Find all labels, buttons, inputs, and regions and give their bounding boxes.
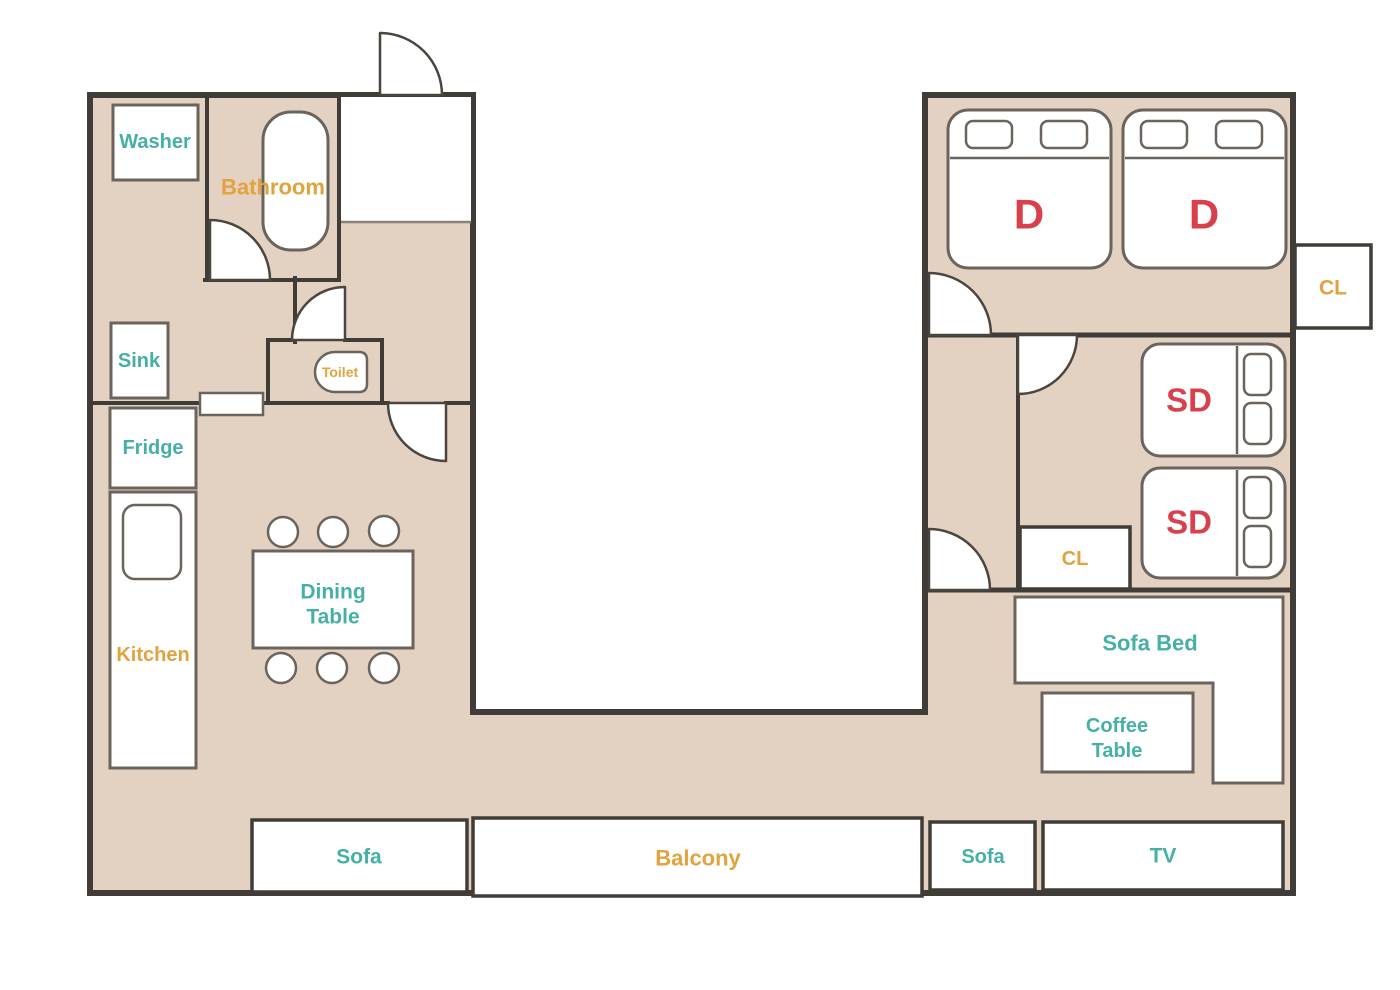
bathroom-label: Bathroom	[221, 175, 325, 200]
sofa-left	[250, 818, 469, 894]
dining-table-label-line1: Dining	[300, 581, 365, 604]
pillow	[1039, 119, 1089, 150]
tv-label: TV	[1150, 845, 1177, 868]
entry-area	[341, 97, 471, 221]
double-bed-left-label: D	[1014, 191, 1044, 238]
dining-chair	[316, 515, 350, 549]
sofa-living-label: Sofa	[961, 846, 1005, 868]
living-entry-door-arc	[386, 401, 448, 463]
closet-bedroom-label: CL	[1062, 548, 1089, 570]
dining-chair	[367, 651, 401, 685]
sofa-bed	[1013, 595, 1285, 785]
stove	[121, 503, 183, 581]
dining-chair	[264, 651, 298, 685]
pillow	[1242, 524, 1273, 569]
double-bed-right	[1121, 108, 1288, 270]
pillow	[1214, 119, 1264, 150]
closet-top	[1293, 243, 1373, 330]
sink-box	[109, 321, 170, 400]
dining-chair	[315, 651, 349, 685]
dining-chair	[367, 514, 401, 548]
sofa-bed-label: Sofa Bed	[1102, 631, 1197, 656]
double-bedroom-door-arc	[927, 271, 993, 337]
sofa-living	[928, 820, 1037, 892]
shoe-cabinet	[198, 391, 265, 417]
semi-double-bed-bottom-label: SD	[1166, 504, 1212, 541]
tv-stand	[1041, 820, 1285, 892]
coffee-table-label-line2: Table	[1092, 740, 1143, 762]
pillow	[1139, 119, 1189, 150]
washer-box	[111, 103, 200, 182]
pillow	[1242, 401, 1273, 446]
pillow	[1242, 352, 1273, 397]
fridge-box	[108, 406, 198, 490]
toilet-door-arc	[290, 285, 347, 342]
toilet-label: Toilet	[322, 364, 359, 380]
double-bed-left	[946, 108, 1113, 270]
bathroom-door-arc	[208, 218, 272, 282]
toilet-fixture	[313, 350, 369, 394]
entrance-door-arc	[378, 31, 444, 97]
balcony-label: Balcony	[655, 846, 741, 871]
sink-label: Sink	[118, 350, 161, 372]
sofa-left-label: Sofa	[336, 846, 382, 869]
pillow	[964, 119, 1014, 150]
closet-bedroom	[1018, 525, 1132, 591]
semidouble-bedroom-door-arc	[1016, 333, 1079, 396]
washer-label: Washer	[119, 131, 191, 153]
coffee-table	[1040, 691, 1195, 774]
semi-double-bed-top-label: SD	[1166, 382, 1212, 419]
kitchen-label: Kitchen	[116, 644, 189, 666]
closet-top-label: CL	[1319, 277, 1347, 300]
living-room-door-arc	[927, 527, 992, 592]
dining-table-label-line2: Table	[306, 606, 359, 629]
coffee-table-label-line1: Coffee	[1086, 715, 1148, 737]
pillow	[1242, 475, 1273, 520]
fridge-label: Fridge	[122, 437, 183, 459]
double-bed-right-label: D	[1189, 191, 1219, 238]
dining-table	[251, 549, 415, 650]
bathtub	[261, 110, 330, 252]
toilet-room-walls	[266, 338, 384, 403]
balcony	[471, 816, 924, 898]
dining-chair	[266, 515, 300, 549]
